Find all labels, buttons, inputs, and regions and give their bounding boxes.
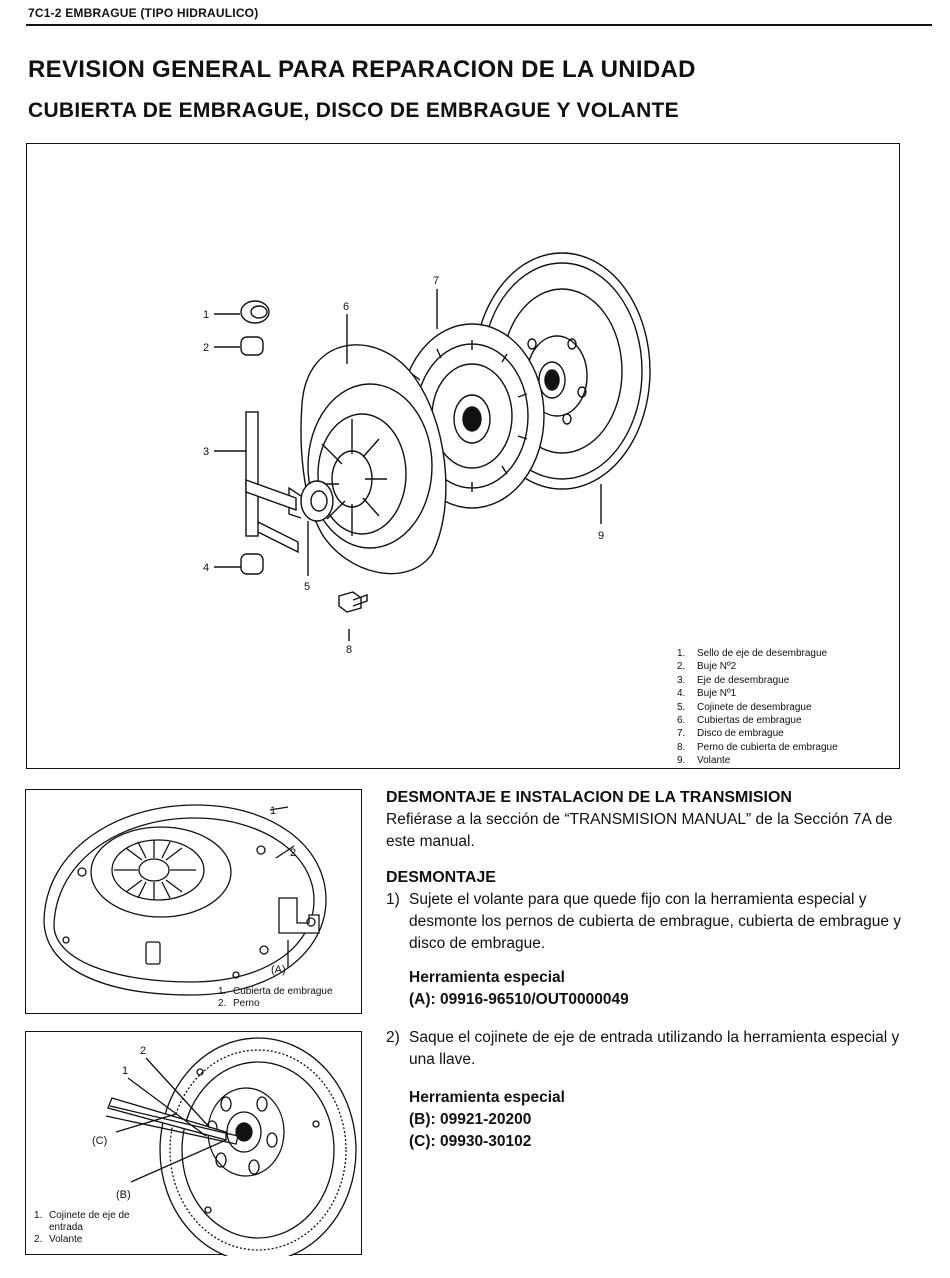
exploded-view-drawing: 1 2 3 4 5 6 7 8 9 <box>203 252 651 656</box>
step-2: 2) Saque el cojinete de eje de entrada u… <box>386 1027 906 1071</box>
callout-8: 8 <box>346 644 352 656</box>
callout-7: 7 <box>433 275 439 287</box>
instructions-column: DESMONTAJE E INSTALACION DE LA TRANSMISI… <box>386 789 906 1153</box>
callout-A: (A) <box>271 964 286 976</box>
release-shaft-drawing <box>245 411 299 554</box>
legend-item: 6.Cubiertas de embrague <box>677 715 802 727</box>
step-number: 1) <box>386 891 400 908</box>
running-head: 7C1-2 EMBRAGUE (TIPO HIDRAULICO) <box>28 6 259 20</box>
callout-B: (B) <box>116 1189 131 1201</box>
step-number: 2) <box>386 1029 400 1046</box>
legend-item: 4.Buje Nº1 <box>677 688 737 700</box>
exploded-clutch-diagram: 1 2 3 4 5 6 7 8 9 1.Sello de eje de dese… <box>26 143 900 769</box>
header-rule <box>26 24 932 26</box>
callout-4: 4 <box>203 562 209 574</box>
callout-6: 6 <box>343 301 349 313</box>
page-subtitle: CUBIERTA DE EMBRAGUE, DISCO DE EMBRAGUE … <box>28 99 679 122</box>
special-tool-heading: Herramienta especial <box>409 1089 565 1106</box>
legend-item: 2.Buje Nº2 <box>677 661 737 673</box>
special-tool-a: (A): 09916-96510/OUT0000049 <box>409 991 629 1008</box>
legend-item: 1.Sello de eje de desembrague <box>677 648 828 659</box>
cover-bolt-drawing <box>338 591 368 613</box>
figure-caption: 1.Cubierta de embrague 2.Perno <box>218 986 333 1010</box>
flywheel-bearing-drawing: 2 1 (C) (B) <box>92 1037 357 1256</box>
legend-item: 8.Perno de cubierta de embrague <box>677 741 838 753</box>
legend-item: 3.Eje de desembrague <box>677 674 790 686</box>
special-tool-b: (B): 09921-20200 <box>409 1111 532 1128</box>
legend-item: 9.Volante <box>677 755 731 767</box>
caption-item: 1.Cojinete de eje de entrada <box>34 1210 130 1233</box>
callout-2: 2 <box>290 847 296 859</box>
bush-1-drawing <box>240 553 264 575</box>
shaft-seal-drawing <box>240 300 270 324</box>
callout-C: (C) <box>92 1135 107 1147</box>
page-title: REVISION GENERAL PARA REPARACION DE LA U… <box>28 56 696 83</box>
legend-item: 7.Disco de embrague <box>677 728 784 740</box>
callout-3: 3 <box>203 446 209 458</box>
figure-caption: 1.Cojinete de eje de entrada 2.Volante <box>34 1210 164 1246</box>
callout-2: 2 <box>203 342 209 354</box>
caption-item: 2.Volante <box>34 1234 83 1245</box>
parts-legend: 1.Sello de eje de desembrague 2.Buje Nº2… <box>677 647 838 768</box>
section-heading-transmission: DESMONTAJE E INSTALACION DE LA TRANSMISI… <box>386 789 792 806</box>
callout-1: 1 <box>203 309 209 321</box>
callout-5: 5 <box>304 581 310 593</box>
caption-item: 2.Perno <box>218 998 260 1009</box>
callout-2: 2 <box>140 1045 146 1057</box>
clutch-cover-figure: 1 2 (A) 1.Cubierta de embrague 2.Perno <box>25 789 362 1014</box>
caption-item: 1.Cubierta de embrague <box>218 986 333 997</box>
clutch-cover-drawing: 1 2 (A) <box>43 804 327 996</box>
step-1: 1) Sujete el volante para que quede fijo… <box>386 889 906 955</box>
special-tool-c: (C): 09930-30102 <box>409 1133 532 1150</box>
bush-2-drawing <box>240 336 264 356</box>
section-body-transmission: Refiérase a la sección de “TRANSMISION M… <box>386 811 893 850</box>
special-tool-heading: Herramienta especial <box>409 969 565 986</box>
flywheel-bearing-figure: 2 1 (C) (B) 1.Cojinete de eje de entrada… <box>25 1031 362 1256</box>
callout-9: 9 <box>598 530 604 542</box>
step-text: Saque el cojinete de eje de entrada util… <box>409 1029 900 1068</box>
section-heading-removal: DESMONTAJE <box>386 869 496 886</box>
callout-1: 1 <box>270 805 276 817</box>
legend-item: 5.Cojinete de desembrague <box>677 701 812 713</box>
callout-1: 1 <box>122 1065 128 1077</box>
step-text: Sujete el volante para que quede fijo co… <box>409 891 901 952</box>
